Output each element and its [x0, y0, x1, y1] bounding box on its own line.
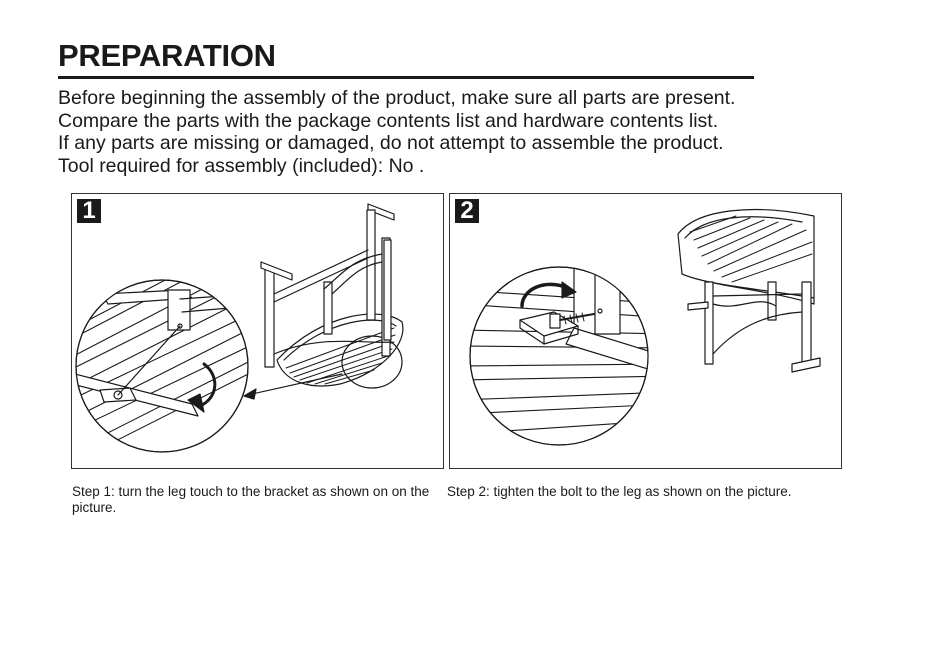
step-2-caption: Step 2: tighten the bolt to the leg as s…: [447, 484, 792, 499]
intro-line: If any parts are missing or damaged, do …: [58, 132, 724, 154]
step-1-panel: 1: [71, 193, 444, 469]
intro-text: Before beginning the assembly of the pro…: [58, 87, 878, 177]
step-2-panel: 2: [449, 193, 842, 469]
intro-line: Before beginning the assembly of the pro…: [58, 87, 736, 109]
step-2-illustration: [469, 208, 821, 446]
step-1-illustration: [75, 203, 404, 453]
step-1-caption: Step 1: turn the leg touch to the bracke…: [72, 484, 430, 515]
intro-line: Compare the parts with the package conte…: [58, 109, 719, 132]
step-2-number-badge: 2: [455, 199, 479, 223]
page-title: PREPARATION: [58, 38, 276, 73]
step-1-number-badge: 1: [77, 199, 101, 223]
title-underline: [58, 76, 754, 79]
intro-line: Tool required for assembly (included): N…: [58, 154, 425, 177]
